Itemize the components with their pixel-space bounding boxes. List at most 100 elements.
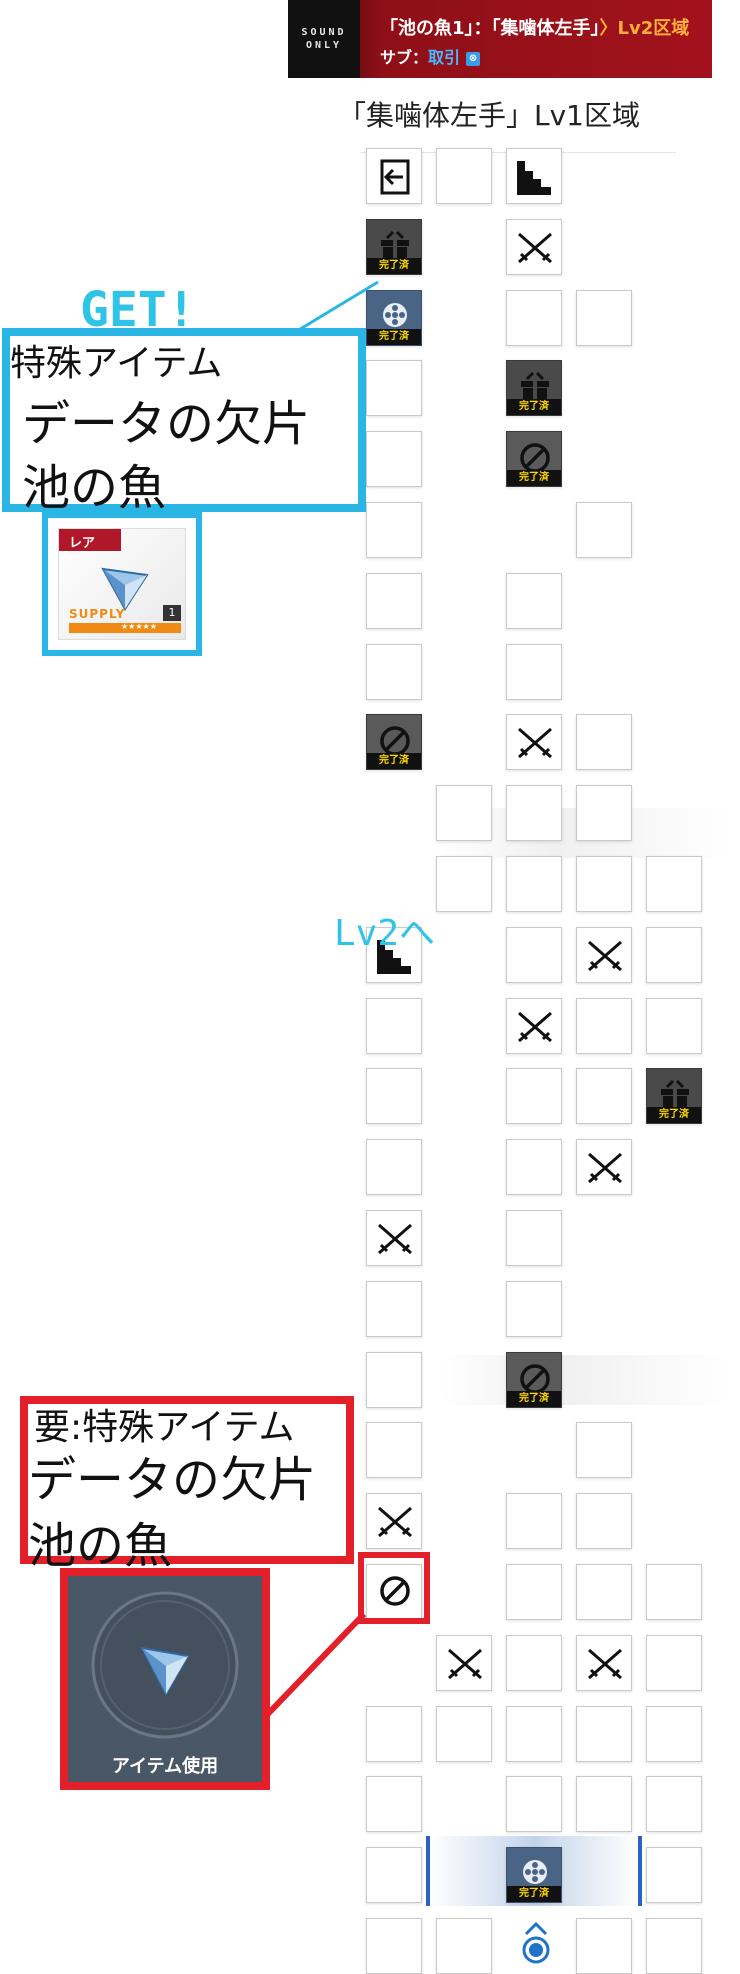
map-cell-empty[interactable] (646, 1847, 702, 1904)
map-cell-empty[interactable] (506, 1068, 562, 1125)
map-cell-empty[interactable] (366, 572, 422, 629)
map-cell-empty[interactable] (646, 1564, 702, 1620)
map-cell-empty[interactable] (646, 926, 702, 983)
map-cell-empty[interactable] (366, 360, 422, 417)
map-cell-battle[interactable] (436, 1634, 492, 1691)
map-cell-battle[interactable] (366, 1210, 422, 1266)
map-cell-empty[interactable] (506, 785, 562, 842)
quest-title-main: 「池の魚1」：「集噛体左手」 (380, 18, 600, 39)
map-cell-empty[interactable] (506, 1280, 562, 1337)
map-cell-empty[interactable] (366, 1847, 422, 1904)
map-cell-empty[interactable] (366, 431, 422, 488)
map-cell-empty[interactable] (366, 1351, 422, 1408)
data-fragment-icon (101, 567, 149, 611)
map-cell-battle[interactable] (506, 714, 562, 771)
map-cell-empty[interactable] (506, 1139, 562, 1196)
connector-line-blue (291, 280, 379, 336)
map-cell-empty[interactable] (366, 1068, 422, 1125)
map-cell-empty[interactable] (646, 1776, 702, 1833)
map-cell-empty[interactable] (366, 1705, 422, 1762)
map-cell-empty[interactable] (576, 714, 632, 771)
map-cell-empty[interactable] (366, 1776, 422, 1833)
map-cell-empty[interactable] (506, 1210, 562, 1266)
map-cell-empty[interactable] (576, 785, 632, 842)
map-cell-empty[interactable] (506, 926, 562, 983)
map-cell-empty[interactable] (576, 1422, 632, 1479)
map-cell-empty[interactable] (506, 1776, 562, 1833)
quest-next-area: 〉Lv2区域 (599, 18, 690, 39)
map-cell-empty[interactable] (436, 856, 492, 912)
item-use-label: アイテム使用 (111, 1756, 219, 1777)
blocked-icon (380, 1576, 410, 1606)
map-cell-empty[interactable] (366, 643, 422, 700)
crossed-swords-icon (378, 1223, 412, 1255)
map-cell-empty[interactable] (436, 1705, 492, 1762)
map-cell-block[interactable]: 完了済 (506, 431, 562, 488)
map-cell-battle[interactable] (366, 1493, 422, 1550)
map-cell-empty[interactable] (506, 856, 562, 912)
map-cell-empty[interactable] (366, 1280, 422, 1337)
map-cell-gift[interactable]: 完了済 (366, 218, 422, 275)
map-cell-empty[interactable] (576, 1705, 632, 1762)
map-cell-film[interactable]: 完了済 (506, 1847, 562, 1904)
map-cell-stairs[interactable] (506, 148, 562, 204)
map-cell-gift[interactable]: 完了済 (646, 1068, 702, 1125)
map-cell-empty[interactable] (576, 1918, 632, 1974)
map-cell-empty[interactable] (646, 1634, 702, 1691)
map-cell-block[interactable]: 完了済 (506, 1351, 562, 1408)
map-cell-empty[interactable] (366, 502, 422, 558)
item-use-button[interactable]: アイテム使用 (60, 1568, 270, 1790)
map-cell-film[interactable]: 完了済 (366, 289, 422, 346)
map-cell-empty[interactable] (436, 1918, 492, 1974)
film-reel-icon (383, 302, 407, 327)
map-cell-block[interactable]: 完了済 (366, 714, 422, 771)
map-cell-empty[interactable] (366, 1139, 422, 1196)
map-cell-gift[interactable]: 完了済 (506, 360, 562, 417)
map-cell-empty[interactable] (576, 1493, 632, 1550)
map-cell-empty[interactable] (366, 997, 422, 1054)
map-cell-empty[interactable] (646, 856, 702, 912)
sub-quest-badge-icon: ⊗ (466, 51, 481, 66)
map-cell-empty[interactable] (646, 1705, 702, 1762)
crossed-swords-icon (448, 1648, 482, 1679)
map-cell-empty[interactable] (506, 1705, 562, 1762)
crossed-swords-icon (518, 728, 552, 759)
obtained-item-type: 特殊アイテム (10, 343, 223, 384)
map-cell-block[interactable] (366, 1564, 422, 1620)
map-cell-empty[interactable] (506, 1634, 562, 1691)
map-cell-empty[interactable] (506, 572, 562, 629)
map-cell-empty[interactable] (646, 1918, 702, 1974)
map-cell-empty[interactable] (576, 1776, 632, 1833)
map-cell-empty[interactable] (366, 1918, 422, 1974)
map-cell-empty[interactable] (506, 1564, 562, 1620)
map-cell-empty[interactable] (576, 1564, 632, 1620)
required-item-type: 要:特殊アイテム (34, 1407, 295, 1448)
completed-tag: 完了済 (507, 399, 561, 416)
map-cell-stairs[interactable] (366, 926, 422, 983)
map-cell-empty[interactable] (576, 502, 632, 558)
map-cell-empty[interactable] (506, 643, 562, 700)
map-cell-battle[interactable] (576, 926, 632, 983)
map-cell-empty[interactable] (436, 785, 492, 842)
map-cell-empty[interactable] (576, 289, 632, 346)
map-cell-battle[interactable] (576, 1634, 632, 1691)
map-cell-empty[interactable] (576, 856, 632, 912)
map-cell-empty[interactable] (576, 1068, 632, 1125)
supply-bar (69, 623, 181, 633)
required-item-box (20, 1396, 354, 1564)
sub-quest: サブ：取引⊗ (380, 44, 481, 68)
map-cell-empty[interactable] (366, 1422, 422, 1479)
map-cell-empty[interactable] (646, 997, 702, 1054)
map-cell-empty[interactable] (576, 997, 632, 1054)
map-cell-battle[interactable] (506, 218, 562, 275)
map-cell-empty[interactable] (436, 148, 492, 204)
map-cell-empty[interactable] (506, 1493, 562, 1550)
crossed-swords-icon (518, 1011, 552, 1042)
quest-title: 「池の魚1」：「集噛体左手」〉Lv2区域 (380, 14, 689, 40)
map-cell-exit[interactable] (366, 148, 422, 204)
map-cell-empty[interactable] (506, 289, 562, 346)
sub-quest-label: サブ： (380, 48, 429, 67)
crossed-swords-icon (588, 940, 622, 971)
map-cell-battle[interactable] (576, 1139, 632, 1196)
map-cell-battle[interactable] (506, 997, 562, 1054)
